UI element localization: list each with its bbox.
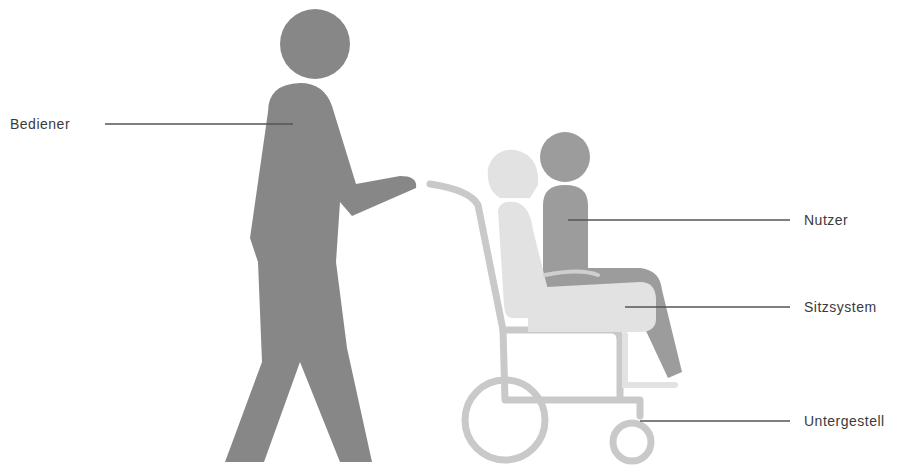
operator-head xyxy=(280,9,350,79)
leader-line xyxy=(568,219,790,220)
base-frame xyxy=(503,330,640,416)
rear-wheel xyxy=(465,380,545,460)
part-label: Bediener xyxy=(10,116,70,132)
part-label: Nutzer xyxy=(804,212,848,228)
front-wheel xyxy=(613,423,651,461)
seat-system xyxy=(488,150,656,332)
leader-line xyxy=(625,306,790,307)
leader-line xyxy=(105,123,293,124)
leader-line xyxy=(640,420,790,421)
operator-body xyxy=(225,83,416,462)
armrest xyxy=(545,272,598,276)
part-label: Sitzsystem xyxy=(804,299,877,315)
operator-figure xyxy=(225,9,416,462)
headrest xyxy=(488,150,538,198)
user-head xyxy=(540,132,590,182)
user-body xyxy=(543,185,682,378)
user-figure xyxy=(540,132,682,378)
leader-lines xyxy=(105,124,790,421)
part-label: Untergestell xyxy=(804,413,885,429)
